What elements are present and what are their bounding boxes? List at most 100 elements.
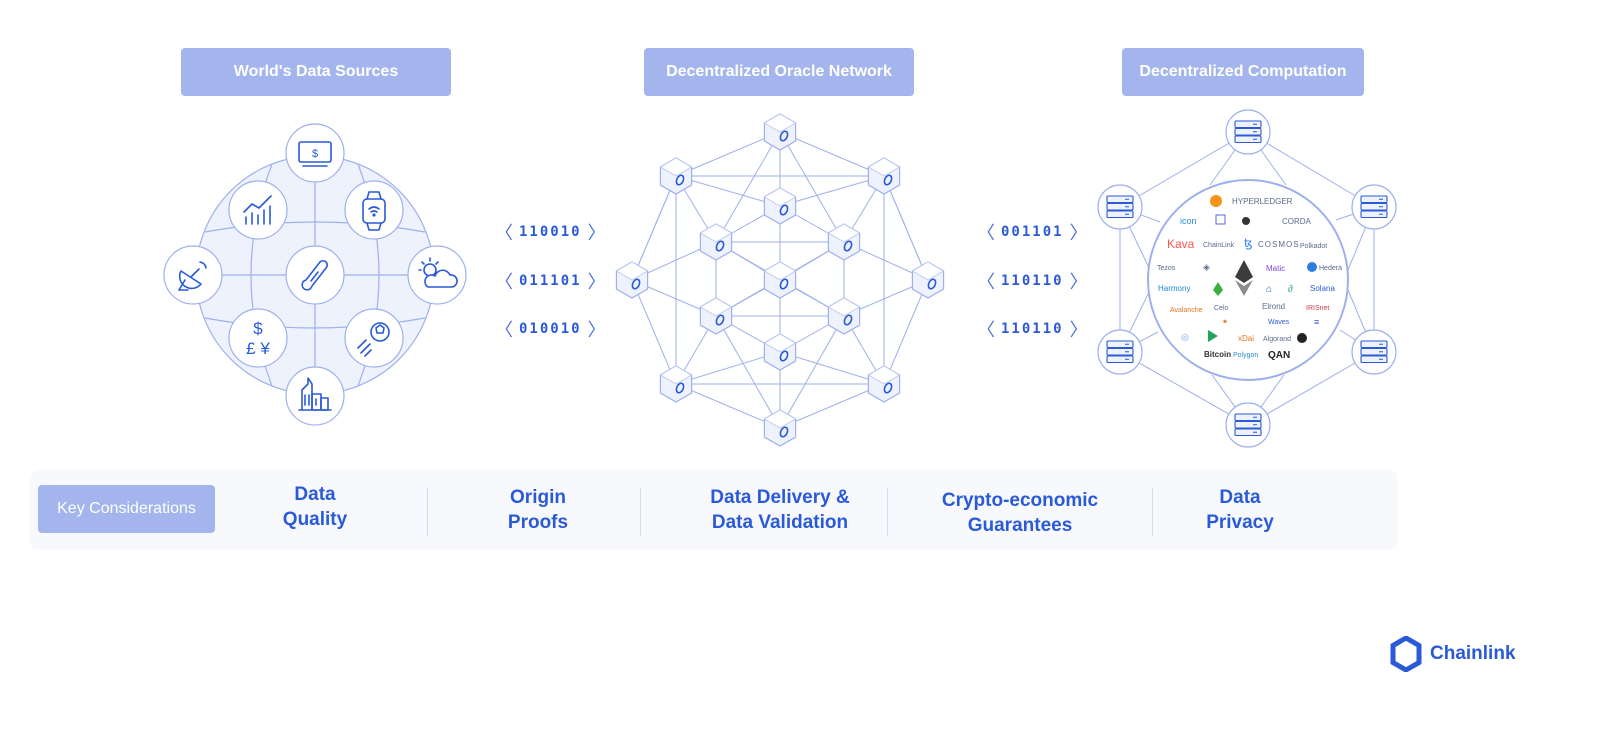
polygon-icon xyxy=(1215,214,1226,225)
oracle-network-graph xyxy=(615,113,945,447)
oracle-node-icon xyxy=(827,223,861,261)
logo-zilliqa: Tezos xyxy=(1157,265,1176,272)
oracle-node-icon xyxy=(615,261,649,299)
sports-ball-icon xyxy=(357,322,390,357)
logo-bitcoin-text: Bitcoin xyxy=(1204,350,1231,359)
chevron-left-icon: 〈 xyxy=(495,272,513,293)
svg-text:$: $ xyxy=(312,148,318,160)
network-edge xyxy=(715,315,781,429)
server-icon xyxy=(1225,402,1271,448)
svg-text:£ ¥: £ ¥ xyxy=(246,339,270,358)
hedera-icon xyxy=(1307,262,1317,272)
oracle-node-icon xyxy=(911,261,945,299)
logo-harmony: Harmony xyxy=(1158,284,1190,293)
network-edge xyxy=(631,279,677,385)
logo-irisnet: IRISnet xyxy=(1306,305,1329,312)
logo-xdai: ⌂ xyxy=(1266,284,1272,295)
logo-avalanche: Avalanche xyxy=(1170,307,1203,314)
oracle-node-icon xyxy=(827,297,861,335)
network-edge xyxy=(631,175,677,281)
logo-hedera: Hedera xyxy=(1319,265,1342,272)
brand-name: Chainlink xyxy=(1430,643,1516,664)
network-edge xyxy=(675,131,781,177)
logo-corda: CORDA xyxy=(1282,217,1312,226)
network-edge xyxy=(675,351,781,385)
logo-tezos-text: ChainLink xyxy=(1203,242,1235,249)
chart-icon xyxy=(243,195,272,225)
logo-tezos: Celo xyxy=(1214,305,1229,312)
logo-waves-text: Waves xyxy=(1268,319,1290,326)
oracle-node-icon xyxy=(867,157,901,195)
logo-kava: Kava xyxy=(1167,237,1195,251)
server-icon xyxy=(1097,184,1143,230)
oracle-node-icon xyxy=(763,113,797,151)
bitstream-in-1: 〈110010〉 xyxy=(495,219,606,245)
oracle-node-icon xyxy=(867,365,901,403)
logo-qan: QAN xyxy=(1268,350,1290,361)
buildings-icon xyxy=(298,377,332,411)
network-edge xyxy=(779,131,885,177)
oracle-node-icon xyxy=(763,187,797,225)
network-edge xyxy=(779,131,845,243)
chevron-left-icon: 〈 xyxy=(977,223,995,244)
network-edge xyxy=(883,279,929,385)
network-edge xyxy=(883,175,929,281)
oracle-node-icon xyxy=(659,157,693,195)
chevron-right-icon: 〉 xyxy=(587,320,606,341)
network-edge xyxy=(779,175,885,207)
chevron-right-icon: 〉 xyxy=(587,223,606,244)
header-computation: Decentralized Computation xyxy=(1122,48,1364,96)
logo-hyperledger: HYPERLEDGER xyxy=(1232,197,1293,206)
logo-iris: ◈ xyxy=(1203,262,1210,272)
tezos-icon: ꜩ xyxy=(1244,236,1253,250)
oracle-node-icon xyxy=(763,261,797,299)
consideration-data-delivery: Data Delivery &Data Validation xyxy=(710,487,850,533)
logo-polkadot: Polkadot xyxy=(1300,243,1327,250)
divider xyxy=(887,488,888,536)
computation-network: HYPERLEDGER icon CORDA Kava ChainLink ꜩ … xyxy=(1097,109,1397,448)
divider xyxy=(1152,488,1153,536)
chainlink-logo-icon xyxy=(1390,636,1422,672)
chevron-left-icon: 〈 xyxy=(977,272,995,293)
ethereum-icon xyxy=(1235,260,1253,283)
server-icon xyxy=(1225,109,1271,155)
weather-icon xyxy=(418,257,458,288)
bitstream-out-2: 〈110110〉 xyxy=(977,268,1088,294)
data-sources-globe: $ xyxy=(163,123,467,426)
logo-bsc: ✷ xyxy=(1222,318,1228,326)
chevron-left-icon: 〈 xyxy=(495,320,513,341)
bitstream-in-2: 〈011101〉 xyxy=(495,268,606,294)
logo-xdai-text: xDai xyxy=(1238,334,1254,343)
network-edge xyxy=(779,315,845,429)
payment-card-icon: $ xyxy=(298,141,332,167)
svg-text:$: $ xyxy=(253,319,263,338)
network-edge xyxy=(675,175,781,207)
logo-stack: ≡ xyxy=(1314,317,1319,327)
oracle-node-icon xyxy=(699,223,733,261)
chevron-right-icon: 〉 xyxy=(1069,320,1088,341)
divider xyxy=(640,488,641,536)
bitstream-out-1: 〈001101〉 xyxy=(977,219,1088,245)
logo-dot xyxy=(1242,217,1250,225)
logo-play-icon xyxy=(1208,330,1218,342)
network-edge xyxy=(675,383,781,429)
logo-polygon-text: Polygon xyxy=(1233,352,1258,359)
chevron-right-icon: 〉 xyxy=(1069,223,1088,244)
logo-dark-dot xyxy=(1297,333,1307,343)
oracle-node-icon xyxy=(763,333,797,371)
network-edge xyxy=(779,383,885,429)
satellite-dish-icon xyxy=(178,261,207,291)
logo-waves: ∂ xyxy=(1288,284,1293,295)
logo-circle: ◎ xyxy=(1181,332,1189,342)
network-edge xyxy=(779,351,885,385)
chevron-right-icon: 〉 xyxy=(587,272,606,293)
key-considerations-label: Key Considerations xyxy=(38,485,215,533)
logo-elrond: Elrond xyxy=(1262,302,1285,311)
server-icon xyxy=(1351,184,1397,230)
header-oracle-network: Decentralized Oracle Network xyxy=(644,48,914,96)
